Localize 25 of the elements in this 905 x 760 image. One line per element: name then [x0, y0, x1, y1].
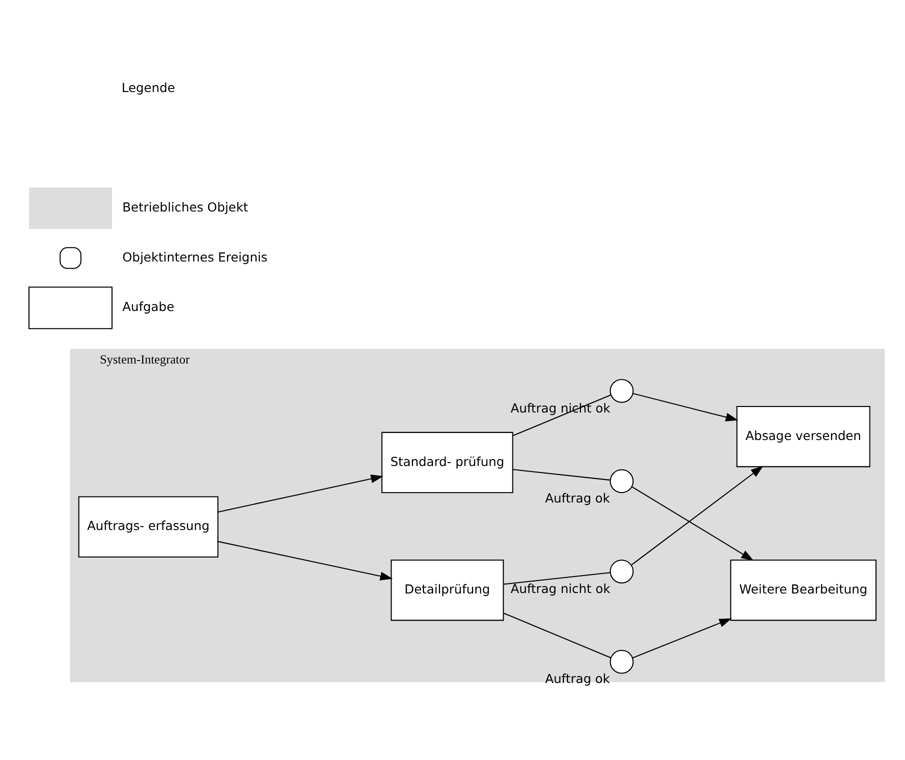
connector [504, 612, 611, 658]
arrow [632, 392, 738, 422]
connector [504, 572, 610, 585]
node-box: Weitere Bearbeitung [730, 560, 877, 621]
arrow [218, 474, 384, 512]
node-circle [610, 469, 634, 494]
node-label: Auftrag nicht ok [510, 580, 610, 596]
legend-label: Aufgabe [122, 299, 174, 314]
connector [512, 394, 612, 436]
arrow [632, 486, 754, 561]
label: Legende [122, 80, 176, 96]
node-label: Auftrag ok [545, 490, 610, 506]
connector [512, 469, 610, 481]
node-box: Absage versenden [736, 406, 870, 468]
legend-label: Objektinternes Ereignis [122, 249, 268, 264]
node-circle [610, 560, 634, 584]
arrow [218, 541, 393, 580]
node-circle [610, 378, 634, 403]
legend-label: Betriebliches Objekt [122, 199, 248, 214]
arrow [632, 618, 732, 658]
arrow [631, 466, 764, 566]
node-box: Detailprüfung [390, 560, 504, 621]
node-box: Auftrags- erfassung [78, 496, 218, 558]
node-circle [610, 650, 634, 674]
node-box: Standard- prüfung [381, 432, 514, 494]
